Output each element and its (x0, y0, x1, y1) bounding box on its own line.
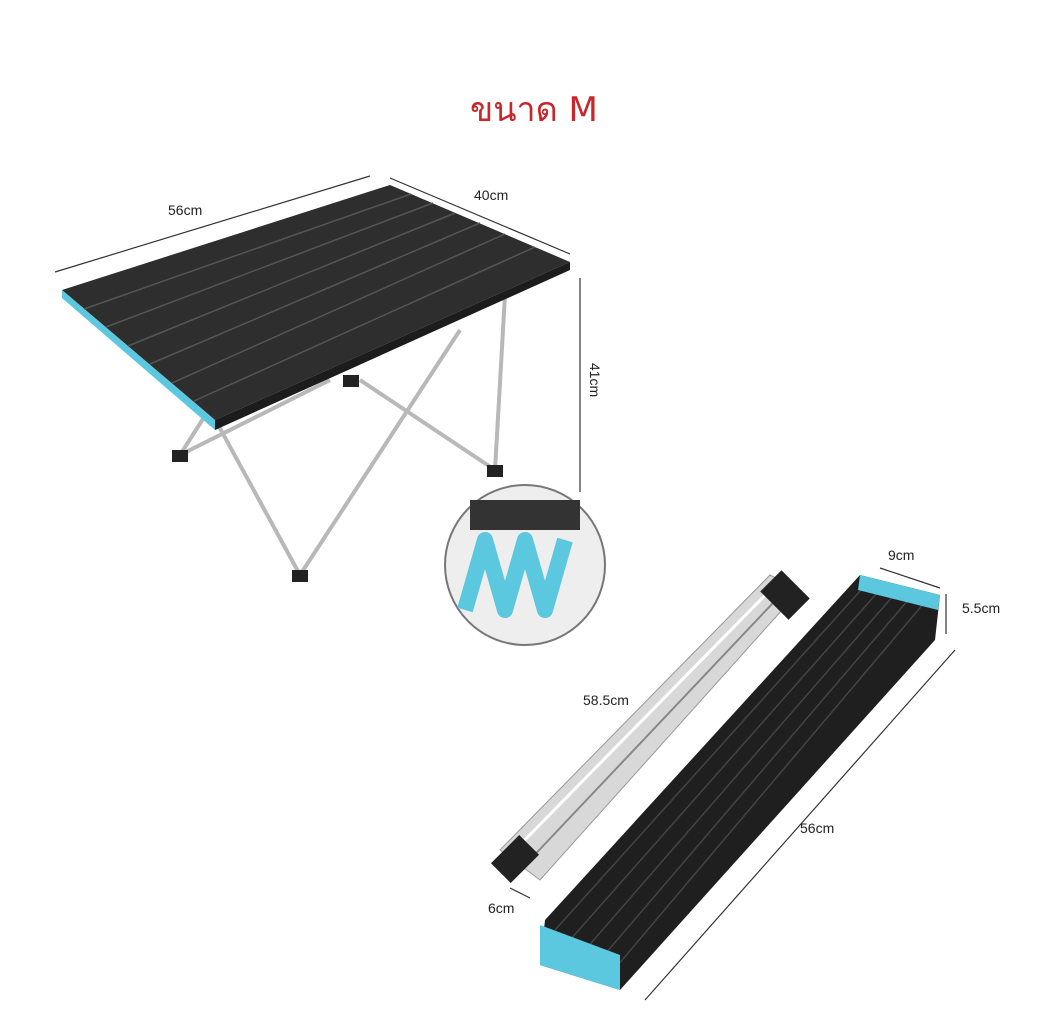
label-pole-width: 6cm (488, 900, 515, 916)
leg-feet (172, 375, 503, 582)
table-top (62, 185, 570, 430)
label-folded-height: 5.5cm (962, 600, 1001, 616)
label-folded-length: 56cm (800, 820, 835, 836)
dimension-lines (54, 175, 956, 1001)
hinge-detail-inset (444, 484, 606, 646)
size-title: ขนาด M (470, 90, 598, 130)
label-length: 56cm (168, 202, 203, 218)
label-folded-width: 9cm (888, 547, 915, 563)
label-width: 40cm (474, 187, 509, 203)
label-height: 41cm (587, 362, 604, 398)
folded-tabletop (540, 575, 940, 990)
folded-legs (490, 570, 810, 884)
label-pole-length: 58.5cm (583, 692, 629, 708)
